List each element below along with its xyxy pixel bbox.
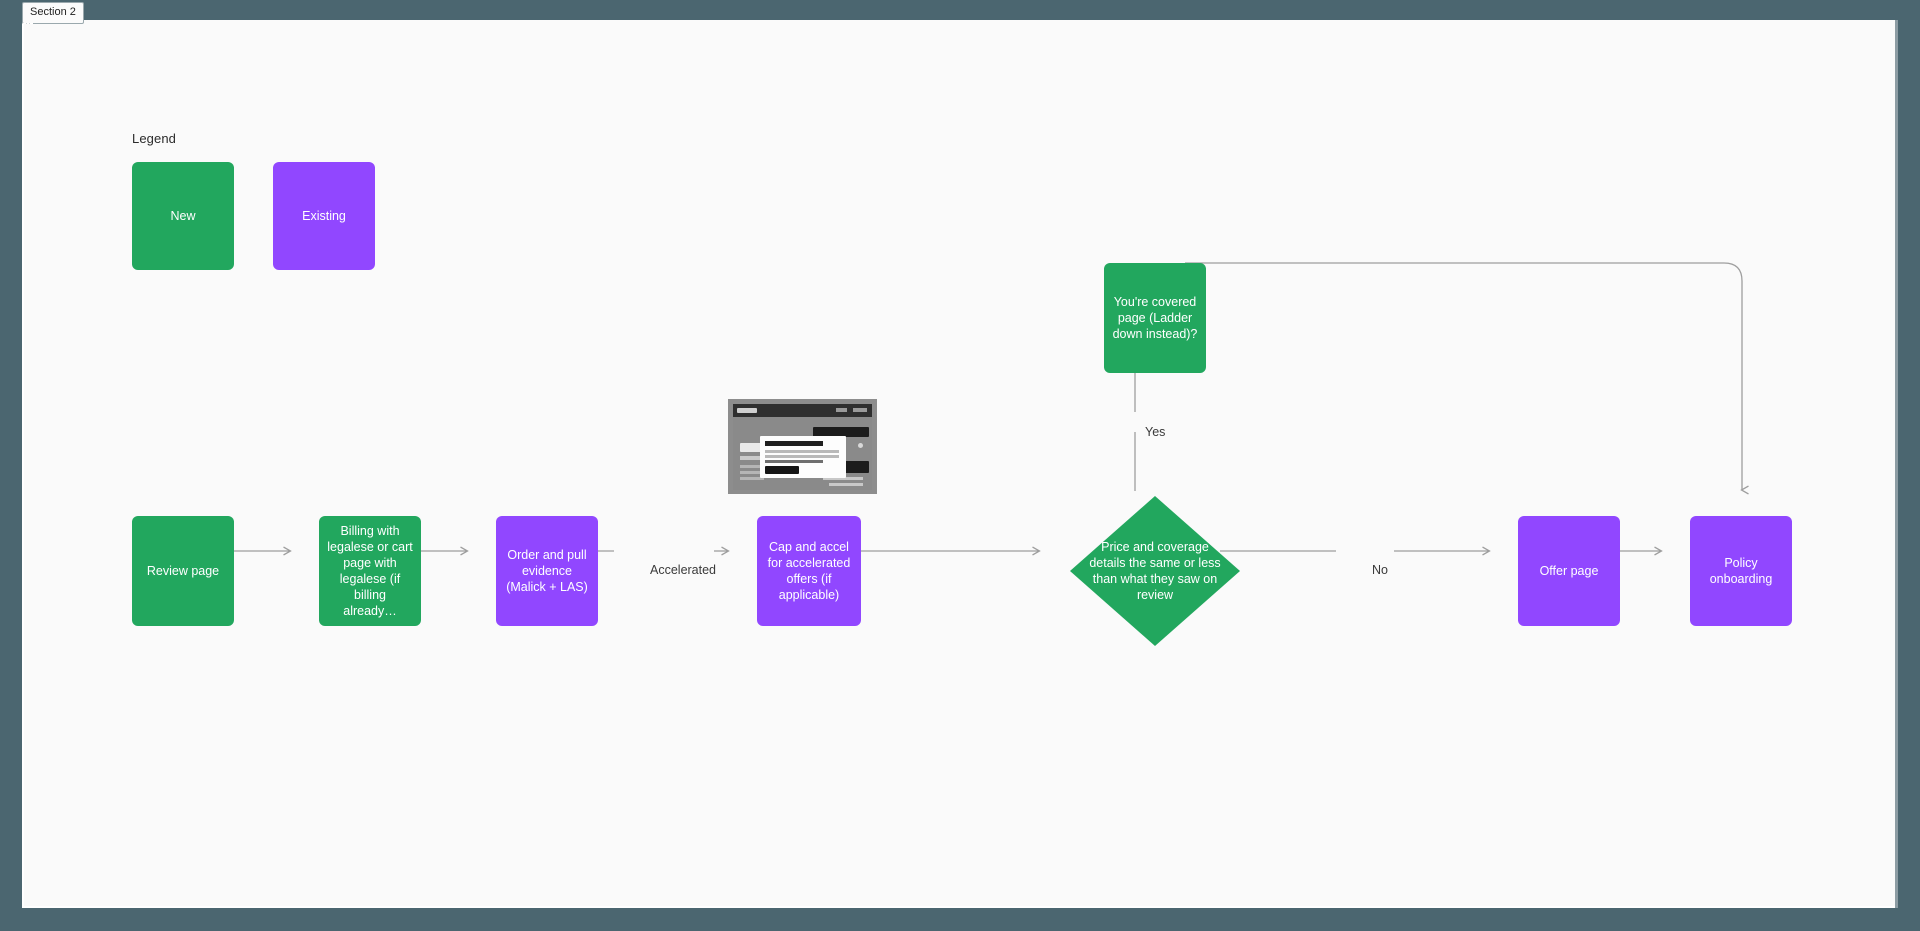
legend-swatch-new[interactable]: New [132,162,234,270]
thumb-heading [740,443,778,452]
thumb-modal-title [765,441,823,446]
node-youre-covered-page[interactable]: You're covered page (Ladder down instead… [1104,263,1206,373]
edge-label-yes: Yes [1139,425,1172,439]
node-cap-and-accel-label: Cap and accel for accelerated offers (if… [767,540,851,602]
node-policy-onboarding-label: Policy onboarding [1709,556,1773,586]
node-offer-page[interactable]: Offer page [1518,516,1620,626]
coverage-adjusted-modal-screenshot[interactable] [728,399,877,494]
edge-label-accelerated: Accelerated [644,563,723,577]
thumb-badge-icon [858,443,863,448]
thumb-modal-line-1 [765,450,839,453]
node-billing-legalese-label: Billing with legalese or cart page with … [327,524,413,618]
legend-title: Legend [132,131,176,146]
thumb-modal-line-3 [765,460,823,463]
node-order-pull-evidence[interactable]: Order and pull evidence (Malick + LAS) [496,516,598,626]
legend-swatch-existing-label: Existing [302,209,346,223]
connector-layer [214,262,1896,908]
node-price-coverage-decision-label: Price and coverage details the same or l… [1089,540,1221,602]
node-order-pull-evidence-label: Order and pull evidence (Malick + LAS) [506,548,588,594]
node-review-page-label: Review page [146,564,220,578]
thumb-nav-item-1 [836,408,847,412]
thumb-topbar [733,404,872,417]
thumb-logo-icon [737,408,757,413]
thumb-footer-1 [823,477,863,480]
node-policy-onboarding[interactable]: Policy onboarding [1690,516,1792,626]
thumb-nav-item-2 [853,408,867,412]
node-offer-page-label: Offer page [1539,564,1599,578]
thumb-body-line-1 [740,465,772,468]
node-review-page[interactable]: Review page [132,516,234,626]
legend-swatch-new-label: New [170,209,196,223]
node-billing-legalese[interactable]: Billing with legalese or cart page with … [319,516,421,626]
section-frame-label[interactable]: Section 2 [22,2,84,33]
node-youre-covered-page-label: You're covered page (Ladder down instead… [1112,295,1198,341]
edge-label-no: No [1366,563,1394,577]
legend-swatch-existing[interactable]: Existing [273,162,375,270]
diagram-canvas[interactable]: Legend New Existing Review page Billing … [22,20,1896,908]
thumb-footer-2 [829,483,863,486]
node-cap-and-accel[interactable]: Cap and accel for accelerated offers (if… [757,516,861,626]
thumb-card-top [813,427,869,437]
edge-covered-to-policy [1185,262,1742,490]
thumb-body-line-2 [740,471,768,474]
thumb-body-line-3 [740,477,764,480]
node-price-coverage-decision[interactable]: Price and coverage details the same or l… [1070,496,1240,646]
thumb-modal-dialog [760,436,846,478]
thumb-modal-cta-button [765,466,799,474]
vertical-scrollbar[interactable] [1895,20,1898,908]
thumb-modal-line-2 [765,455,839,458]
